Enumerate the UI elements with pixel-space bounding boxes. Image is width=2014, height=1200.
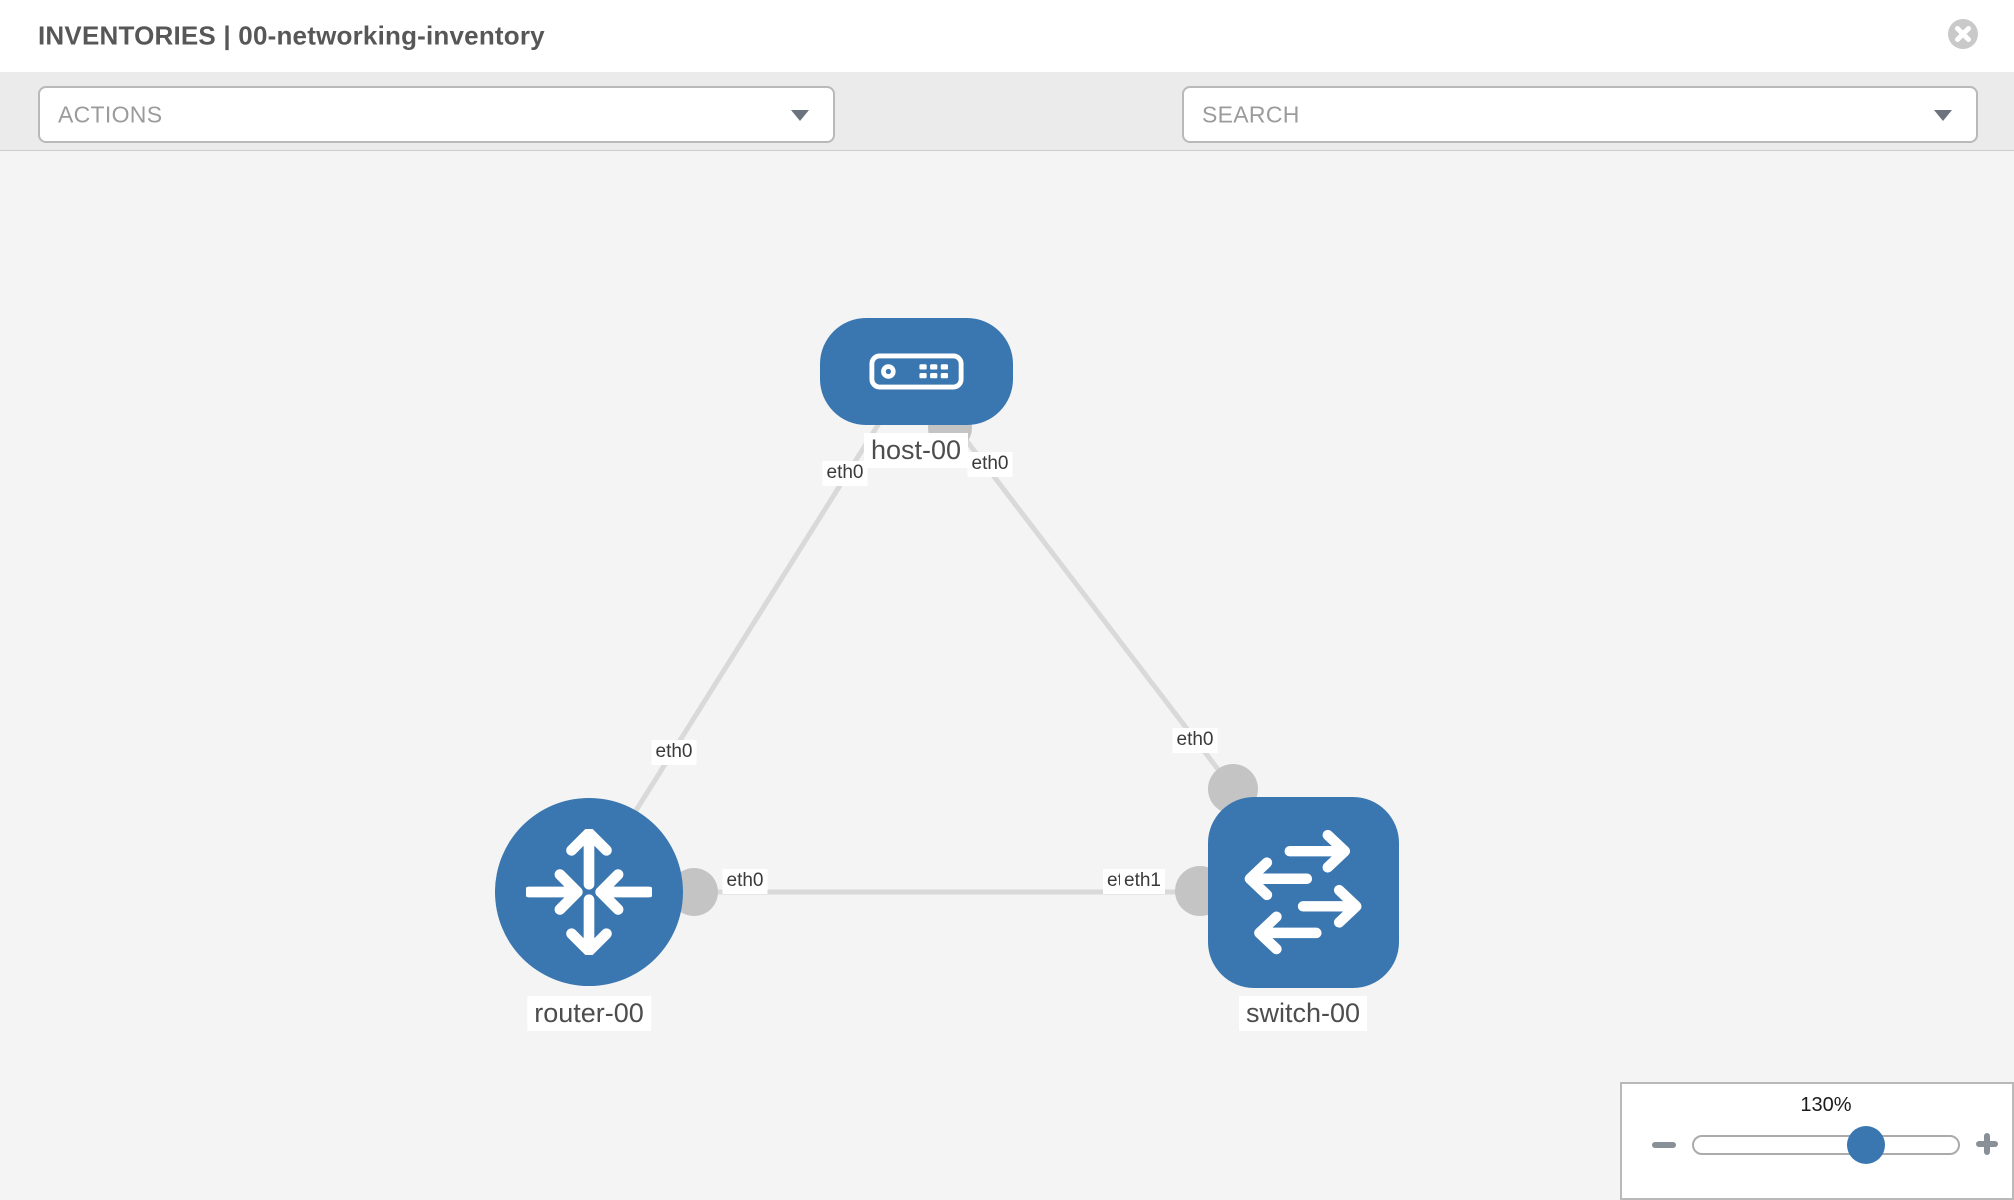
node-label-switch: switch-00 <box>1238 996 1368 1032</box>
node-label-host: host-00 <box>863 433 969 469</box>
zoom-slider-track[interactable] <box>1692 1126 1960 1164</box>
search-placeholder: SEARCH <box>1202 101 1300 127</box>
zoom-in-button[interactable] <box>1975 1132 1999 1156</box>
plus-icon <box>1984 1133 1990 1155</box>
close-button[interactable] <box>1947 18 1979 50</box>
actions-dropdown-label: ACTIONS <box>58 101 163 127</box>
minus-icon <box>1652 1142 1676 1148</box>
iface-label: eth0 <box>651 740 697 765</box>
toolbar: ACTIONS SEARCH <box>0 72 2014 205</box>
chevron-down-icon <box>791 109 809 121</box>
node-host-00[interactable] <box>820 318 1013 425</box>
actions-dropdown[interactable]: ACTIONS <box>38 86 835 143</box>
header: INVENTORIES | 00-networking-inventory <box>0 0 2014 72</box>
iface-label: eth0 <box>1172 728 1218 753</box>
topology-canvas[interactable]: host-00 router-00 switch-00 eth0 eth0 et… <box>0 151 2014 1200</box>
node-router-00[interactable] <box>495 798 683 986</box>
chevron-down-icon <box>1934 109 1952 121</box>
zoom-level: 130% <box>1800 1094 1852 1116</box>
node-label-router: router-00 <box>527 996 651 1032</box>
zoom-panel: 130% <box>1620 1082 2014 1200</box>
node-switch-00[interactable] <box>1208 797 1399 988</box>
host-device-icon <box>869 353 964 390</box>
topology-links-layer <box>600 399 1258 916</box>
close-icon <box>1948 19 1978 49</box>
zoom-slider-handle[interactable] <box>1847 1126 1885 1164</box>
switch-arrows-icon <box>1244 829 1361 954</box>
iface-label: eth0 <box>967 452 1013 477</box>
router-arrows-icon <box>526 829 652 955</box>
zoom-out-button[interactable] <box>1650 1134 1678 1156</box>
iface-label: eth1 <box>1120 869 1165 894</box>
iface-label: eth0 <box>722 869 768 894</box>
iface-label: eth0 <box>822 461 868 486</box>
search-dropdown[interactable]: SEARCH <box>1182 86 1978 143</box>
page-title: INVENTORIES | 00-networking-inventory <box>38 20 545 51</box>
